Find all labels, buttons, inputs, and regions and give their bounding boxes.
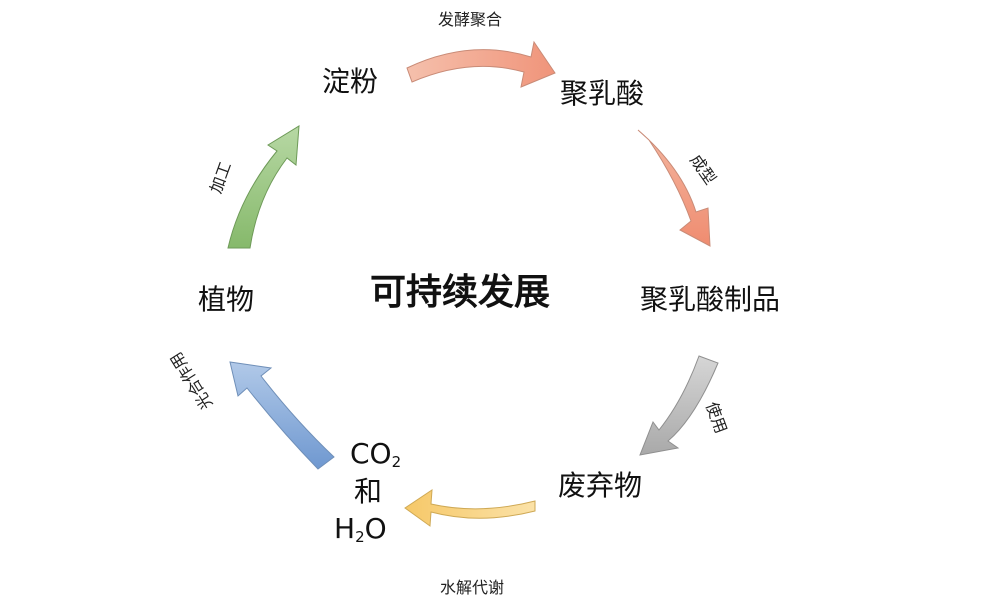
h2o-o: O	[364, 512, 387, 545]
fermentation-arrow	[406, 40, 556, 88]
co2-subscript: 2	[391, 453, 402, 471]
edge-label-fermentation: 发酵聚合	[438, 10, 503, 29]
h2o-subscript: 2	[355, 528, 365, 546]
edge-label-hydrolysis: 水解代谢	[440, 578, 505, 597]
center-title: 可持续发展	[370, 272, 551, 313]
node-pla: 聚乳酸	[560, 77, 645, 110]
node-pla-products: 聚乳酸制品	[640, 283, 781, 316]
node-co2: CO2	[350, 440, 401, 470]
node-h2o: H2O	[334, 515, 387, 545]
processing-arrow	[227, 125, 300, 249]
node-and: 和	[354, 475, 383, 508]
node-plant: 植物	[198, 283, 255, 316]
node-starch: 淀粉	[322, 65, 379, 98]
molding-arrow	[637, 129, 711, 247]
photosynthesis-arrow	[229, 361, 335, 470]
hydrolysis-arrow	[404, 489, 536, 527]
h2o-h: H	[334, 512, 356, 545]
co2-text: CO	[350, 437, 392, 470]
use-arrow	[639, 355, 719, 456]
node-waste: 废弃物	[558, 469, 643, 502]
